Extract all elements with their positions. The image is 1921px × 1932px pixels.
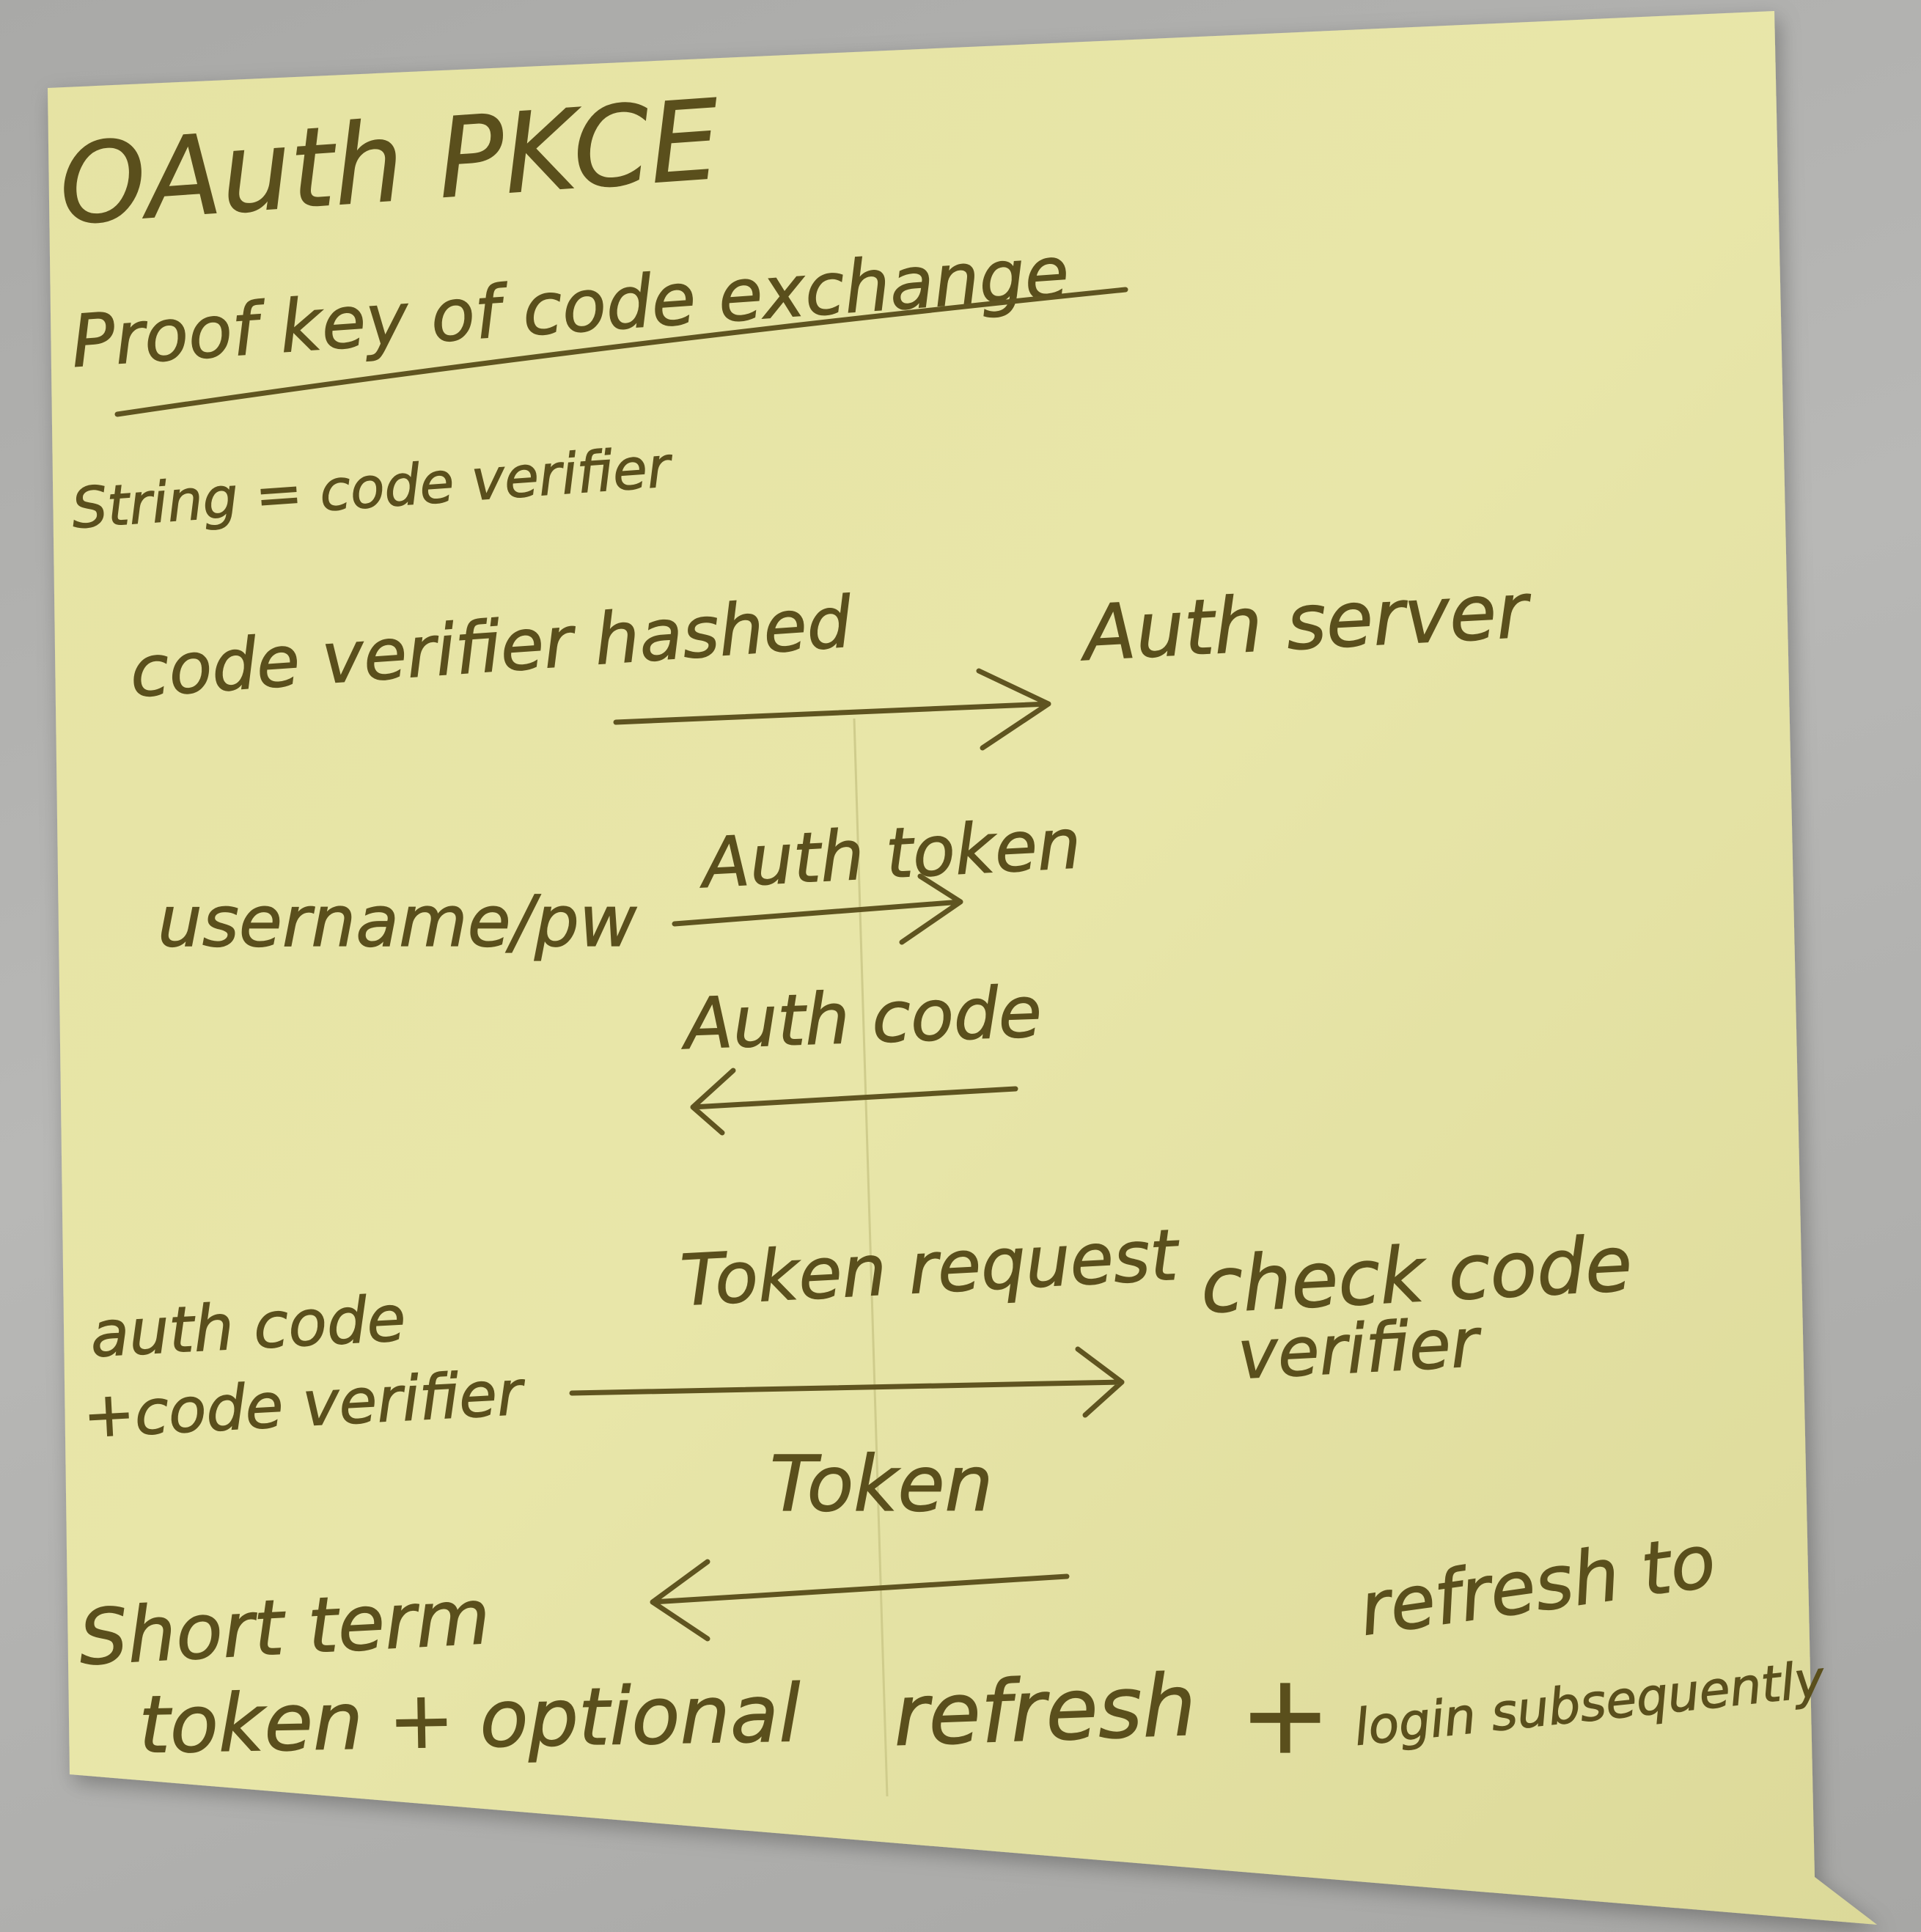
auth-code-label: auth code <box>89 1282 408 1372</box>
arrow-auth-code-return <box>690 1068 1018 1136</box>
verifier-label: verifier <box>1236 1304 1485 1395</box>
subtitle-underline <box>114 287 1128 417</box>
auth-code-return-label: Auth code <box>679 971 1043 1065</box>
auth-token-label: Auth token <box>697 804 1083 904</box>
sticky-note-paper <box>48 11 1877 1925</box>
arrow-auth-token <box>672 873 963 945</box>
username-pw-label: username/pw <box>158 881 637 963</box>
arrow-token-request <box>569 1346 1125 1418</box>
fold-line <box>853 718 889 1797</box>
arrow-token-return <box>650 1559 1070 1642</box>
check-code-label: check code <box>1199 1219 1634 1331</box>
token-optional-label: token + optional <box>138 1668 801 1771</box>
plus-sign: + <box>1239 1651 1332 1779</box>
short-term-label: Short term <box>77 1572 493 1683</box>
refresh-label: refresh <box>892 1656 1197 1766</box>
arrow-to-auth-server <box>613 668 1051 751</box>
token-return-label: Token <box>770 1439 993 1529</box>
